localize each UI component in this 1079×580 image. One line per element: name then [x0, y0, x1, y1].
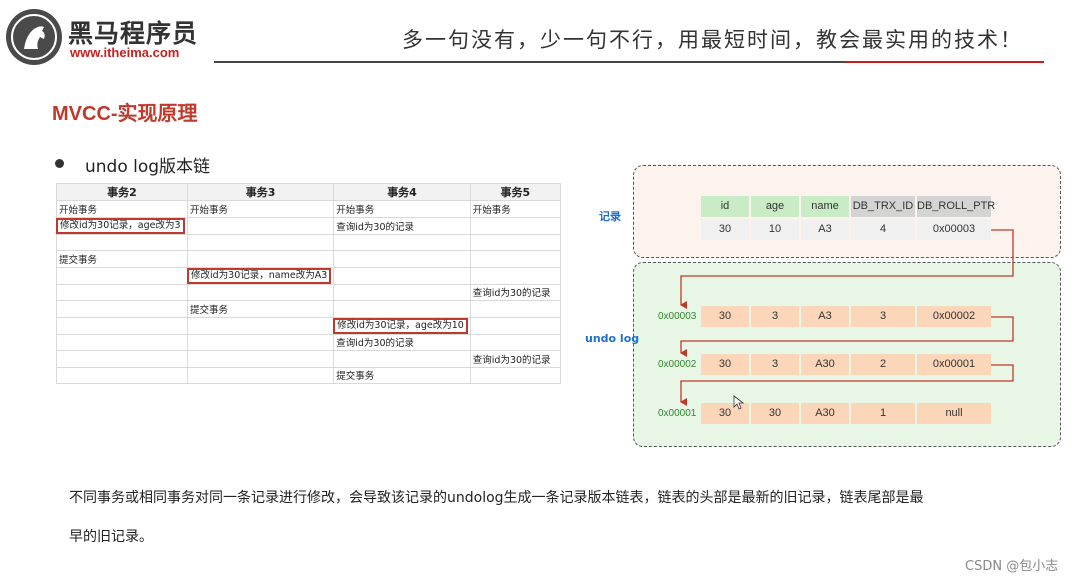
- header-divider-accent: [845, 61, 1044, 63]
- slogan: 多一句没有，少一句不行，用最短时间，教会最实用的技术！: [402, 28, 1023, 52]
- header-divider: [214, 61, 1044, 63]
- table-row: 修改id为30记录，name改为A3: [56, 266, 561, 285]
- undo-cell: 30: [701, 306, 749, 327]
- record-cell: 4: [851, 219, 915, 240]
- table-cell: 修改id为30记录，age改为3: [56, 216, 188, 235]
- table-row: 开始事务 开始事务 开始事务 开始事务: [56, 200, 561, 218]
- arrow-undo2-to-undo3: [680, 364, 1014, 406]
- mouse-cursor-icon: [733, 395, 745, 410]
- undo-cell: A3: [801, 306, 849, 327]
- table-row: 提交事务: [56, 366, 561, 384]
- undo-cell: 30: [751, 403, 799, 424]
- header: 黑马程序员 www.itheima.com 多一句没有，少一句不行，用最短时间，…: [0, 0, 1079, 68]
- table-cell: 修改id为30记录，name改为A3: [186, 266, 335, 285]
- table-cell: [469, 216, 561, 235]
- undo-cell: 3: [751, 354, 799, 375]
- column-header-id: id: [701, 196, 749, 217]
- record-cell: A3: [801, 219, 849, 240]
- arrow-record-to-undo: [680, 229, 1014, 309]
- page-title: MVCC-实现原理: [52, 103, 198, 125]
- record-cell: 30: [701, 219, 749, 240]
- table-cell: [469, 266, 561, 285]
- bullet-text: undo log版本链: [85, 157, 211, 177]
- record-label: 记录: [599, 210, 621, 223]
- transaction-table: 事务2 事务3 事务4 事务5 开始事务 开始事务 开始事务 开始事务 修改id…: [56, 183, 561, 384]
- undo-cell: 3: [751, 306, 799, 327]
- undo-address: 0x00001: [658, 408, 697, 419]
- undo-log-label: undo log: [585, 332, 640, 345]
- column-header-name: name: [801, 196, 849, 217]
- table-cell: 查询id为30的记录: [333, 216, 471, 235]
- table-cell: [186, 316, 335, 335]
- table-cell: [469, 316, 561, 335]
- undo-cell: 0x00001: [917, 354, 991, 375]
- column-header: 事务3: [186, 183, 335, 201]
- undo-cell: A30: [801, 354, 849, 375]
- horse-logo-icon: [6, 9, 62, 65]
- explanation-line-1: 不同事务或相同事务对同一条记录进行修改，会导致该记录的undolog生成一条记录…: [69, 490, 924, 506]
- logo-url: www.itheima.com: [70, 45, 180, 60]
- table-cell: [186, 366, 335, 384]
- table-row: 查询id为30的记录: [56, 333, 561, 351]
- highlighted-change: 修改id为30记录，name改为A3: [187, 267, 332, 284]
- column-header-age: age: [751, 196, 799, 217]
- table-row: 修改id为30记录，age改为10: [56, 316, 561, 335]
- undo-cell: 30: [701, 354, 749, 375]
- explanation-line-2: 早的旧记录。: [69, 529, 153, 545]
- undo-cell: null: [917, 403, 991, 424]
- undo-address: 0x00003: [658, 311, 697, 322]
- table-row: 提交事务: [56, 250, 561, 268]
- column-header: 事务4: [333, 183, 471, 201]
- column-header-roll-ptr: DB_ROLL_PTR: [917, 196, 995, 217]
- arrow-undo1-to-undo2: [680, 316, 1014, 357]
- table-cell: [469, 366, 561, 384]
- undo-cell: 0x00002: [917, 306, 991, 327]
- table-header-row: 事务2 事务3 事务4 事务5: [56, 183, 561, 201]
- column-header: 事务2: [56, 183, 188, 201]
- table-row: 修改id为30记录，age改为3 查询id为30的记录: [56, 216, 561, 235]
- undo-address: 0x00002: [658, 359, 697, 370]
- undo-cell: 1: [851, 403, 915, 424]
- logo-text: 黑马程序员: [68, 19, 199, 48]
- table-row: 查询id为30的记录: [56, 350, 561, 368]
- undo-cell: 3: [851, 306, 915, 327]
- undo-cell: 2: [851, 354, 915, 375]
- column-header: 事务5: [469, 183, 561, 201]
- highlighted-change: 修改id为30记录，age改为10: [333, 317, 468, 334]
- record-cell: 0x00003: [917, 219, 991, 240]
- undo-cell: A30: [801, 403, 849, 424]
- bullet-dot: [55, 159, 64, 168]
- undo-cell: 30: [701, 403, 749, 424]
- highlighted-change: 修改id为30记录，age改为3: [56, 217, 185, 234]
- column-header-trx-id: DB_TRX_ID: [851, 196, 915, 217]
- table-cell: [186, 216, 335, 235]
- table-cell: 提交事务: [333, 366, 471, 384]
- record-cell: 10: [751, 219, 799, 240]
- watermark: CSDN @包小志: [965, 559, 1059, 574]
